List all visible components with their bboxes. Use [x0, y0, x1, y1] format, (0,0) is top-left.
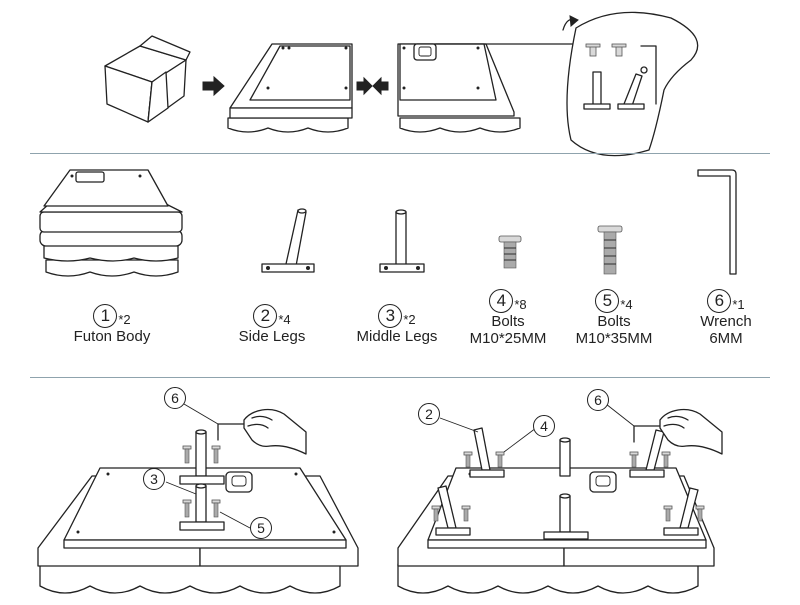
- part-quantity: *4: [278, 312, 291, 327]
- part-label-bolts-25: 4*8 Bolts M10*25MM: [458, 289, 558, 347]
- zoom-inset: [562, 11, 699, 157]
- part-quantity: *2: [118, 312, 131, 327]
- part-number: 4: [489, 289, 514, 313]
- part-number: 2: [253, 304, 278, 328]
- part-label-side-legs: 2*4 Side Legs: [222, 304, 322, 345]
- part-quantity: *4: [620, 297, 633, 312]
- part-label-bolts-35: 5*4 Bolts M10*35MM: [562, 289, 666, 347]
- part-spec: 6MM: [709, 330, 743, 347]
- part-label-wrench: 6*1 Wrench 6MM: [676, 289, 776, 347]
- bolt-icon: [498, 235, 522, 269]
- part-name: Bolts: [491, 313, 525, 330]
- futon-folded-top: [227, 43, 353, 133]
- futon-body-part: [39, 169, 183, 277]
- bolt-icon: [597, 225, 623, 275]
- box-icon: [104, 35, 191, 123]
- part-number: 5: [595, 289, 620, 313]
- assembly-left: [37, 403, 359, 594]
- part-number: 6: [707, 289, 732, 313]
- part-quantity: *1: [732, 297, 745, 312]
- part-label-middle-legs: 3*2 Middle Legs: [342, 304, 452, 345]
- part-spec: M10*25MM: [469, 330, 547, 347]
- part-quantity: *8: [514, 297, 527, 312]
- callout-bolt-35-left: 5: [250, 517, 272, 539]
- arrows-converge-icon: [356, 76, 389, 96]
- assembly-right: [397, 403, 715, 594]
- arrow-right-icon: [202, 75, 225, 97]
- middle-leg-part: [379, 209, 425, 273]
- wrench-icon: [697, 169, 737, 275]
- side-leg-part: [261, 208, 315, 273]
- hand-icon: [659, 408, 723, 455]
- callout-wrench-right: 6: [587, 389, 609, 411]
- part-number: 1: [93, 304, 118, 328]
- callout-wrench-left: 6: [164, 387, 186, 409]
- callout-bolt-25-right: 4: [533, 415, 555, 437]
- part-spec: M10*35MM: [575, 330, 653, 347]
- part-label-futon-body: 1*2 Futon Body: [52, 304, 172, 345]
- futon-body-top: [397, 43, 576, 133]
- part-number: 3: [378, 304, 403, 328]
- divider-bottom: [30, 377, 770, 378]
- part-name: Bolts: [597, 313, 631, 330]
- divider-top: [30, 153, 770, 154]
- part-name: Side Legs: [238, 328, 306, 345]
- part-quantity: *2: [403, 312, 416, 327]
- part-name: Futon Body: [73, 328, 151, 345]
- hand-icon: [243, 408, 307, 455]
- part-name: Wrench: [700, 313, 752, 330]
- callout-middle-leg-left: 3: [143, 468, 165, 490]
- part-name: Middle Legs: [356, 328, 438, 345]
- callout-side-leg-right: 2: [418, 403, 440, 425]
